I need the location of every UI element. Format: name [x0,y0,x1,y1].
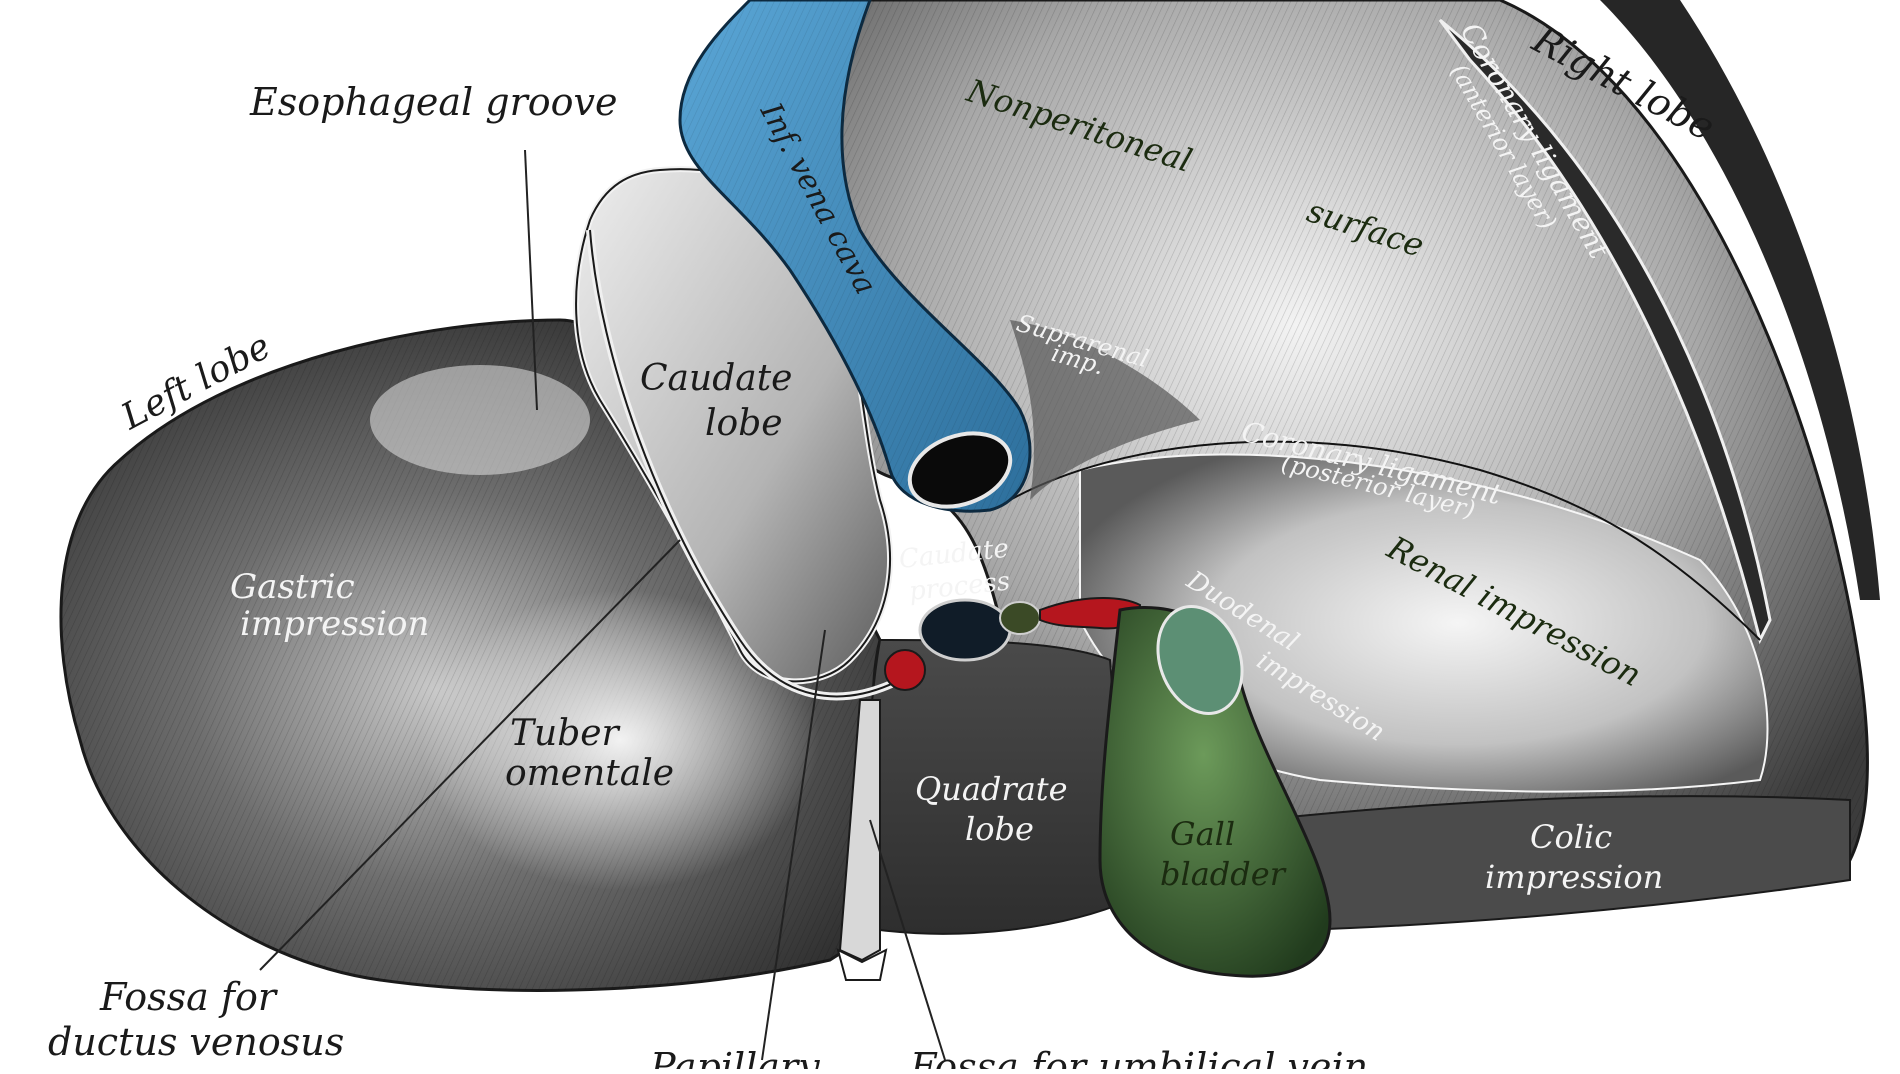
bile-duct [999,601,1041,635]
colic-impression-area [1258,795,1851,932]
round-ligament [838,699,881,962]
coronary-ligament-outer-band [1600,0,1880,600]
label-quadrate-1: Quadrate [915,770,1068,808]
portal-vein [918,598,1012,662]
vena-cava-opening [907,431,1013,509]
label-gastric-2: impression [240,604,429,644]
label-fossa-ductus-1: Fossa for [99,975,279,1019]
label-fossa-ductus-2: ductus venosus [48,1020,344,1064]
label-papillary: Papillary [649,1045,820,1069]
label-gastric-1: Gastric [230,567,355,607]
vena-cava-hatching [680,0,1030,512]
label-caudate-lobe-1: Caudate [640,358,792,399]
label-tuber-1: Tuber [510,713,621,754]
esophageal-groove-leader [524,149,538,411]
esophageal-groove-highlight [370,365,590,475]
label-gall-2: bladder [1160,855,1287,893]
fossa-ductus-leader [259,539,681,971]
label-caudate-lobe-2: lobe [705,403,783,444]
hepatic-artery-left [884,649,926,691]
fossa-umbilical-leader [869,819,946,1061]
label-gall-1: Gall [1170,815,1235,853]
gall-bladder-neck [1156,605,1244,715]
tuber-omentale-highlight [420,590,820,890]
label-quadrate-2: lobe [965,810,1034,848]
label-esophageal-groove: Esophageal groove [249,80,617,124]
label-fossa-umbilical: Fossa for umbilical vein [909,1045,1368,1069]
label-colic-1: Colic [1530,818,1612,856]
label-tuber-2: omentale [505,753,674,794]
label-colic-2: impression [1485,858,1663,896]
suprarenal-impression-area [1010,320,1200,500]
coronary-ligament-anterior-band [1438,18,1772,645]
papillary-leader [761,629,826,1061]
